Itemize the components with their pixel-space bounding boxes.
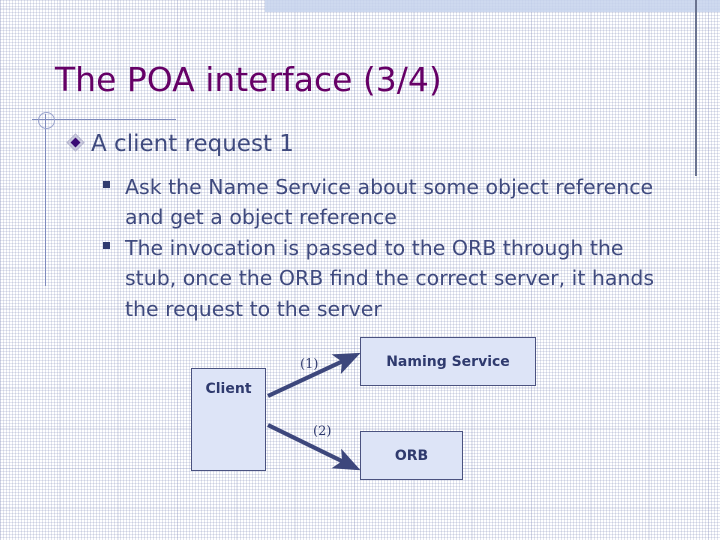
horizontal-rule-decoration bbox=[32, 119, 176, 120]
arrow-label-1: (1) bbox=[300, 357, 319, 372]
diagram-node-naming-service[interactable]: Naming Service bbox=[360, 337, 536, 386]
arrow-label-2: (2) bbox=[313, 424, 332, 439]
diagram-node-client[interactable]: Client bbox=[191, 368, 266, 471]
bullet-level2-label: The invocation is passed to the ORB thro… bbox=[125, 236, 655, 321]
slide-title: The POA interface (3/4) bbox=[55, 60, 442, 99]
circle-outline-decoration bbox=[38, 112, 55, 129]
square-bullet-icon bbox=[103, 242, 110, 250]
bullet-level2-list: Ask the Name Service about some object r… bbox=[103, 172, 663, 325]
arrow-client-to-orb bbox=[267, 423, 361, 471]
vertical-rule-decoration bbox=[45, 114, 46, 286]
bullet-level2-label: Ask the Name Service about some object r… bbox=[125, 175, 654, 230]
bullet-level1-label: A client request 1 bbox=[91, 131, 294, 157]
square-bullet-icon bbox=[103, 181, 110, 188]
list-item: Ask the Name Service about some object r… bbox=[103, 172, 663, 232]
top-accent-band bbox=[265, 0, 720, 12]
right-vertical-rule-decoration bbox=[695, 0, 697, 176]
bullet-level1: A client request 1 bbox=[68, 131, 294, 157]
diagram-node-orb[interactable]: ORB bbox=[360, 431, 463, 480]
list-item: The invocation is passed to the ORB thro… bbox=[103, 233, 663, 323]
diamond-bullet-icon bbox=[68, 135, 85, 152]
